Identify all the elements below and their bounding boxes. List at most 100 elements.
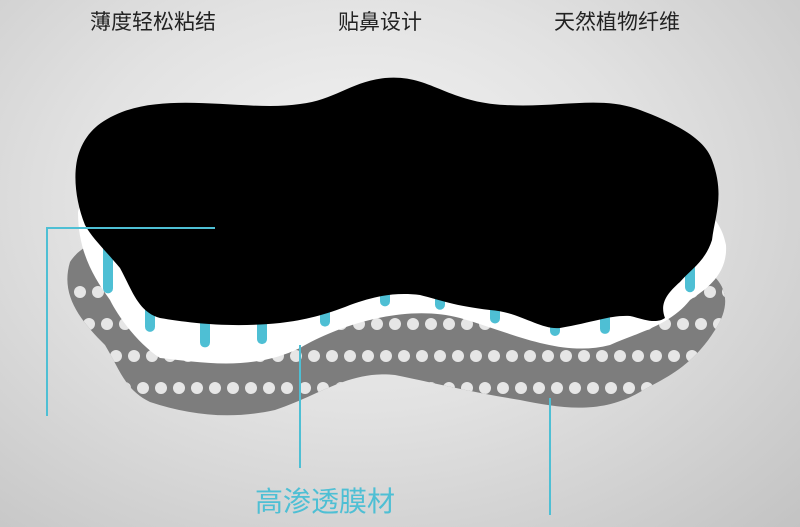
dot xyxy=(299,382,311,394)
dot xyxy=(722,350,726,362)
dot xyxy=(92,350,104,362)
dot xyxy=(587,382,599,394)
dot xyxy=(479,382,491,394)
dot xyxy=(749,382,761,394)
dot xyxy=(362,350,374,362)
dot xyxy=(83,382,95,394)
dot xyxy=(704,350,716,362)
dot xyxy=(344,350,356,362)
dot xyxy=(407,318,419,330)
dot xyxy=(263,382,275,394)
dot xyxy=(632,350,644,362)
dot xyxy=(443,382,455,394)
dot xyxy=(767,382,779,394)
dot xyxy=(389,382,401,394)
dot xyxy=(641,382,653,394)
dot xyxy=(308,350,320,362)
dot xyxy=(335,382,347,394)
dot xyxy=(191,382,203,394)
dot xyxy=(515,382,527,394)
dot xyxy=(578,350,590,362)
dot xyxy=(245,382,257,394)
dot xyxy=(407,382,419,394)
dot xyxy=(461,382,473,394)
dot xyxy=(560,350,572,362)
dot xyxy=(677,382,689,394)
dot xyxy=(740,350,752,362)
dot xyxy=(74,286,86,298)
dot xyxy=(731,382,743,394)
dot xyxy=(110,350,122,362)
dot xyxy=(74,350,86,362)
dot xyxy=(371,382,383,394)
dot xyxy=(650,350,662,362)
dot xyxy=(686,350,698,362)
dot xyxy=(713,318,725,330)
dot xyxy=(425,318,437,330)
dot xyxy=(785,382,797,394)
dot xyxy=(461,318,473,330)
dot xyxy=(227,382,239,394)
dot xyxy=(776,350,788,362)
dot xyxy=(137,382,149,394)
dot xyxy=(596,350,608,362)
dot xyxy=(398,350,410,362)
dot xyxy=(668,350,680,362)
dot xyxy=(434,350,446,362)
dot xyxy=(497,382,509,394)
dot xyxy=(128,350,140,362)
dot xyxy=(101,382,113,394)
dot xyxy=(92,286,104,298)
label-permeable-membrane: 高渗透膜材 xyxy=(254,485,396,518)
dot xyxy=(659,382,671,394)
dot xyxy=(317,382,329,394)
dot xyxy=(776,286,788,298)
dot xyxy=(767,318,779,330)
dot xyxy=(533,382,545,394)
dot xyxy=(695,382,707,394)
dot xyxy=(722,286,726,298)
dot xyxy=(155,382,167,394)
dot xyxy=(713,382,725,394)
dot xyxy=(83,318,95,330)
dot xyxy=(119,382,131,394)
dot xyxy=(749,318,761,330)
dot xyxy=(452,350,464,362)
dot xyxy=(542,350,554,362)
dot xyxy=(569,382,581,394)
dot xyxy=(524,350,536,362)
dot xyxy=(173,382,185,394)
label-plant-fiber: 天然植物纤维 xyxy=(554,10,680,34)
dot xyxy=(281,382,293,394)
dot xyxy=(695,318,707,330)
dot xyxy=(101,318,113,330)
dot xyxy=(605,382,617,394)
dot xyxy=(389,318,401,330)
callout-line-left xyxy=(46,227,215,416)
label-thin-adhesion: 薄度轻松粘结 xyxy=(90,10,216,34)
dot xyxy=(326,350,338,362)
black-top-layer xyxy=(75,77,719,329)
dot xyxy=(758,286,770,298)
dot xyxy=(785,318,797,330)
label-nose-design: 贴鼻设计 xyxy=(338,10,422,34)
dot xyxy=(506,350,518,362)
dot xyxy=(704,286,716,298)
dot xyxy=(380,350,392,362)
dot xyxy=(731,318,743,330)
dot xyxy=(425,382,437,394)
dot xyxy=(758,350,770,362)
dot xyxy=(677,318,689,330)
dot xyxy=(443,318,455,330)
dot xyxy=(470,350,482,362)
dot xyxy=(614,350,626,362)
dot xyxy=(740,286,752,298)
dot xyxy=(353,382,365,394)
dot xyxy=(416,350,428,362)
dot xyxy=(371,318,383,330)
dot xyxy=(623,382,635,394)
dot xyxy=(488,350,500,362)
dot xyxy=(551,382,563,394)
